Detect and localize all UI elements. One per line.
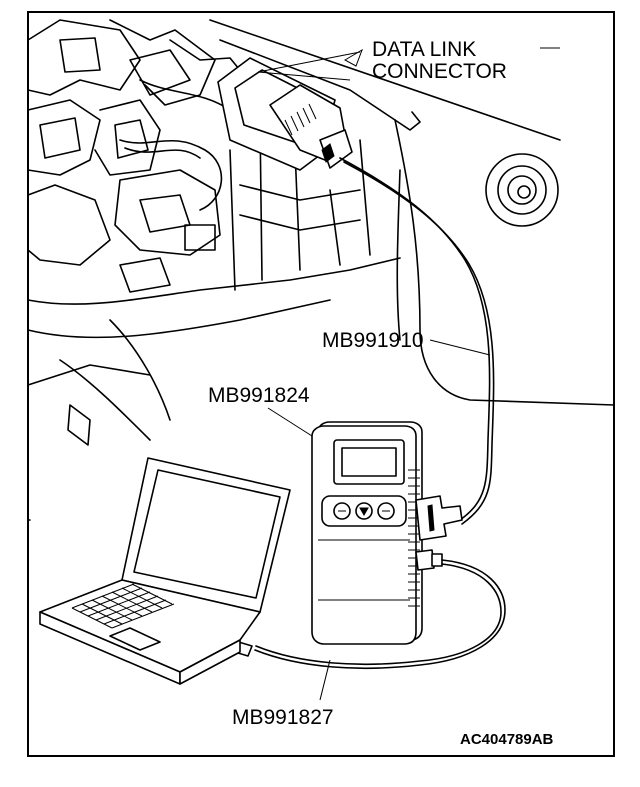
interface-unit xyxy=(311,421,423,645)
laptop-computer xyxy=(39,457,291,685)
connector-leader-arrow xyxy=(343,48,363,67)
dashboard-underside xyxy=(27,19,615,521)
usb-cable xyxy=(254,559,506,670)
data-link-connector xyxy=(217,57,353,171)
connector-label-line1: DATA LINK xyxy=(372,38,476,61)
interface-cable-plugs xyxy=(415,495,463,571)
figure-frame xyxy=(27,11,615,757)
interface-unit-label: MB991824 xyxy=(208,384,310,407)
usb-cable-label: MB991827 xyxy=(232,706,334,729)
figure-id: AC404789AB xyxy=(460,731,554,748)
connector-leader-line xyxy=(257,51,361,81)
usb-cable-leader xyxy=(319,659,331,701)
connector-label-line2: CONNECTOR xyxy=(372,60,507,83)
adapter-cable-leader xyxy=(429,339,491,356)
adapter-cable-label: MB991910 xyxy=(322,329,424,352)
interface-unit-leader xyxy=(267,407,313,437)
